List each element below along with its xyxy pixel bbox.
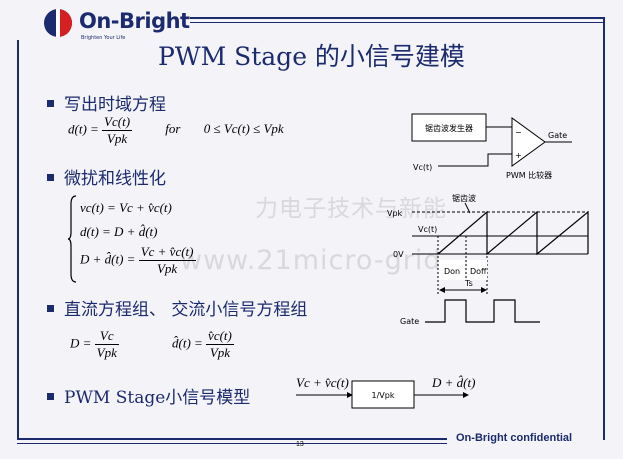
watermark-url: www.21micro-grid — [180, 245, 442, 276]
frame-line-right — [603, 17, 605, 440]
ts-label: Ts — [464, 279, 473, 288]
generator-label: 锯齿波发生器 — [425, 123, 473, 133]
bullet-square-icon — [47, 305, 54, 312]
model-output-label: D + d̂(t) — [432, 375, 476, 390]
eq-denominator: Vpk — [96, 345, 117, 360]
vc-level-label: Vc(t) — [418, 225, 437, 234]
model-input-label: Vc + v̂c(t) — [296, 375, 349, 390]
sawtooth-label: 锯齿波 — [452, 193, 476, 203]
vc-input-label: Vc(t) — [413, 163, 432, 172]
frame-line-bottom — [17, 438, 447, 440]
frame-line-top — [190, 17, 604, 19]
gate-pulse-wave — [425, 299, 540, 323]
eq-fraction: v̂c(t)Vpk — [206, 328, 234, 361]
company-logo: On-Bright Brighten Your Life — [33, 4, 193, 44]
frame-line-top-thin — [190, 22, 604, 23]
don-label: Don — [444, 267, 460, 276]
gate-wave-label: Gate — [400, 317, 419, 326]
zero-volt-label: 0V — [393, 250, 404, 259]
eq-numerator: v̂c(t) — [206, 328, 234, 345]
equation-lin-d: d(t) = D + d̂(t) — [80, 224, 158, 239]
eq-lhs: D + d̂(t) = — [80, 251, 136, 267]
bullet-equations: 直流方程组、 交流小信号方程组 — [47, 295, 307, 320]
vpk-label: Vpk — [387, 209, 403, 218]
eq-fraction: Vc + v̂c(t)Vpk — [138, 244, 196, 277]
eq-lhs: d(t) = — [68, 121, 99, 137]
eq-denominator: Vpk — [156, 261, 178, 276]
doff-label: Doff — [470, 267, 487, 276]
eq-for: for — [165, 121, 181, 137]
frame-line-bottom-thin — [17, 443, 447, 444]
bullet-linearize: 微扰和线性化 — [47, 164, 166, 189]
equation-lin-vc: vc(t) = Vc + v̂c(t) — [80, 200, 172, 215]
logo-tagline: Brighten Your Life — [81, 35, 126, 41]
doff-box — [467, 260, 487, 280]
eq-numerator: Vc + v̂c(t) — [138, 244, 196, 261]
model-gain-block — [351, 380, 415, 409]
comparator-plus: + — [515, 151, 522, 160]
eq-numerator: Vc(t) — [102, 114, 133, 131]
bullet-text: 微扰和线性化 — [64, 169, 166, 189]
bullet-text: PWM Stage小信号模型 — [64, 388, 251, 408]
eq-lhs: d̂(t) = — [172, 335, 203, 351]
logo-mark-icon — [44, 9, 72, 37]
brace-icon — [68, 195, 77, 283]
equation-duty: d(t) = Vc(t)Vpk for 0 ≤ Vc(t) ≤ Vpk — [68, 114, 284, 147]
logo-wordmark: On-Bright — [79, 9, 190, 33]
bullet-square-icon — [47, 100, 54, 107]
don-box — [439, 260, 465, 280]
gate-output-label: Gate — [548, 131, 567, 140]
bullet-model: PWM Stage小信号模型 — [47, 383, 250, 408]
bullet-time-domain: 写出时域方程 — [47, 90, 166, 115]
bullet-square-icon — [47, 393, 54, 400]
bullet-text: 写出时域方程 — [64, 95, 166, 115]
sawtooth-wave — [437, 210, 589, 256]
page-number: 13 — [296, 441, 304, 448]
frame-line-left — [17, 40, 19, 439]
eq-denominator: Vpk — [209, 345, 231, 360]
comparator-label: PWM 比较器 — [506, 170, 552, 180]
bullet-square-icon — [47, 174, 54, 181]
eq-condition: 0 ≤ Vc(t) ≤ Vpk — [203, 121, 284, 137]
eq-denominator: Vpk — [106, 131, 128, 146]
model-gain-label: 1/Vpk — [372, 391, 395, 400]
eq-numerator: Vc — [94, 328, 119, 345]
eq-fraction: Vc(t)Vpk — [102, 114, 133, 147]
watermark-text: 力电子技术与新能 — [255, 196, 447, 222]
comparator-minus: − — [515, 128, 522, 137]
eq-lhs: D = — [70, 335, 92, 351]
equation-ac: d̂(t) = v̂c(t)Vpk — [172, 328, 234, 361]
slide-title: PWM Stage 的小信号建模 — [158, 42, 465, 71]
comparator-icon — [511, 117, 546, 167]
equation-lin-combined: D + d̂(t) = Vc + v̂c(t)Vpk — [80, 244, 196, 277]
footer-confidential: On-Bright confidential — [456, 432, 573, 444]
bullet-text: 直流方程组、 交流小信号方程组 — [64, 300, 308, 320]
